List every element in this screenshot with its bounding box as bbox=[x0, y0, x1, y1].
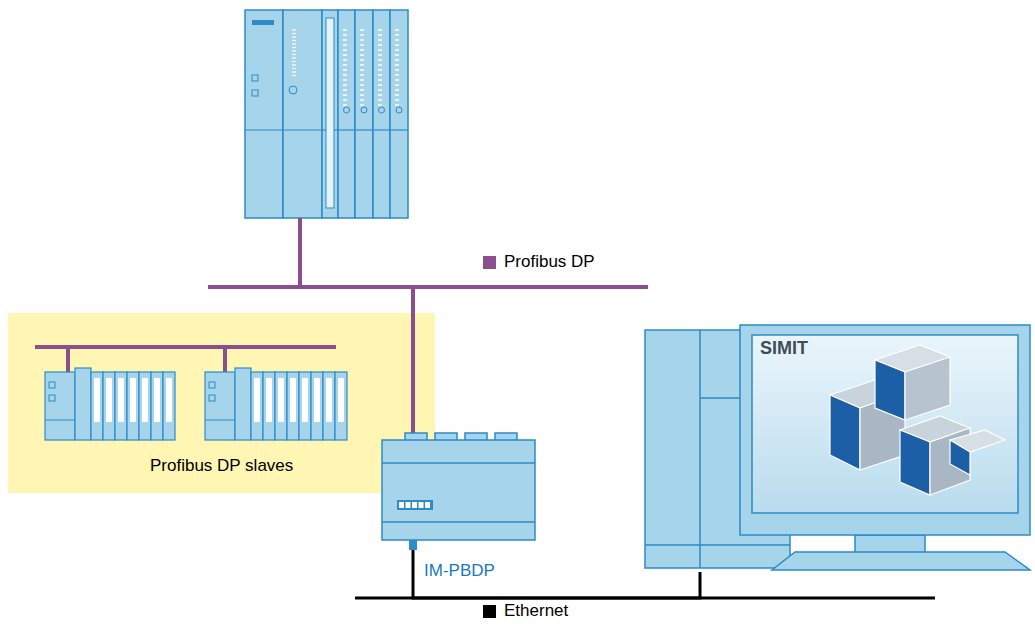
slave-racks bbox=[45, 368, 347, 440]
legend-item: Ethernet bbox=[483, 601, 568, 621]
im-pbdp-device bbox=[382, 433, 535, 550]
simit-logo bbox=[830, 345, 1005, 495]
node-label: IM-PBDP bbox=[424, 561, 495, 581]
screen-title: SIMIT bbox=[760, 338, 808, 359]
callout-box: Profibus DP slaves bbox=[8, 313, 435, 493]
pc-box: SIMIT bbox=[645, 322, 1032, 572]
device-box: IM-PBDP bbox=[382, 440, 535, 550]
legend-swatch bbox=[483, 605, 496, 618]
legend-label: Profibus DP bbox=[504, 252, 595, 272]
legend-item: Profibus DP bbox=[483, 252, 595, 272]
profibus-line bbox=[208, 218, 648, 434]
monitor bbox=[740, 325, 1030, 570]
plc-rack bbox=[245, 10, 408, 218]
legend-label: Ethernet bbox=[504, 601, 568, 621]
ethernet-connector bbox=[413, 550, 700, 598]
node-label: Profibus DP slaves bbox=[150, 456, 293, 476]
legend-swatch bbox=[483, 256, 496, 269]
